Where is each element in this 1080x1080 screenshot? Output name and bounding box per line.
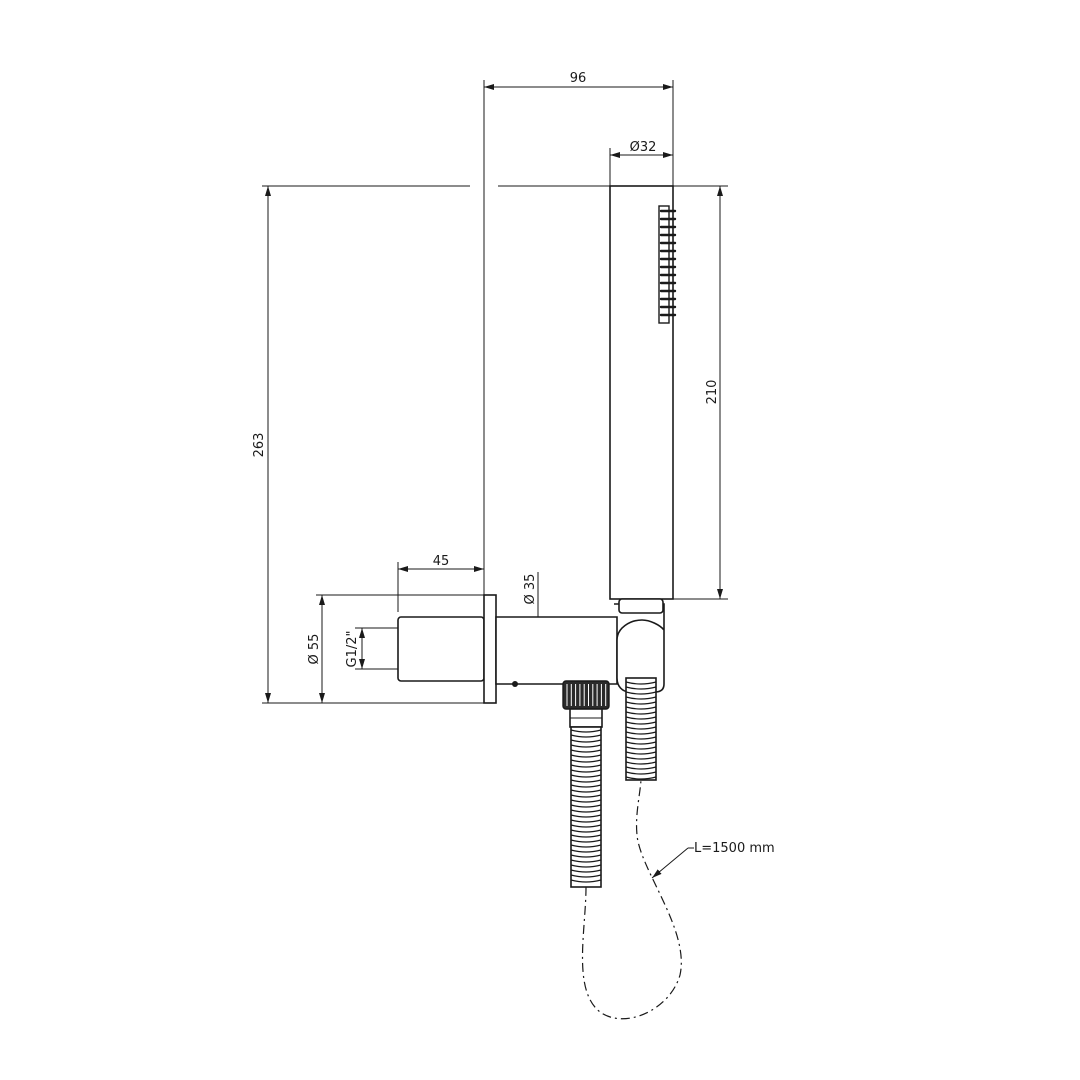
hose-ring <box>570 879 602 883</box>
hose-ring <box>570 829 602 833</box>
hand-shower <box>609 185 677 600</box>
hose-ring <box>570 749 602 753</box>
hose-ring <box>625 716 657 720</box>
dim-thread-label: G1/2" <box>345 631 360 668</box>
hose-ring <box>570 834 602 838</box>
dim-bracket-diameter-label: Ø 35 <box>523 574 538 605</box>
hose-length-label: L=1500 mm <box>694 841 775 856</box>
hose-ring <box>570 864 602 868</box>
hose-ring <box>625 776 657 780</box>
hose-ring <box>625 686 657 690</box>
holder-cradle <box>614 603 665 693</box>
dimension-thread: G1/2" <box>345 628 365 669</box>
hose-ring <box>570 739 602 743</box>
wall-flange <box>483 594 497 704</box>
hose-ring <box>570 759 602 763</box>
inlet-connector <box>397 616 485 682</box>
hose-ring <box>625 696 657 700</box>
hose-inlet <box>570 726 602 888</box>
hose-ring <box>625 706 657 710</box>
dim-flange-diameter-label: Ø 55 <box>307 634 322 665</box>
dim-263-label: 263 <box>252 433 267 458</box>
dimension-flange-diameter: Ø 55 <box>307 595 325 703</box>
hose-continuation <box>581 779 682 1020</box>
hose-ring <box>570 804 602 808</box>
hose-ring <box>570 824 602 828</box>
hose-ring <box>570 854 602 858</box>
hose-ring <box>570 844 602 848</box>
hose-ring <box>570 819 602 823</box>
hose-ring <box>570 789 602 793</box>
hose-ring <box>570 769 602 773</box>
dimension-263: 263 <box>252 186 271 703</box>
hose-ring <box>570 784 602 788</box>
hose-ring <box>625 736 657 740</box>
hose-ring <box>625 756 657 760</box>
hose-ring <box>570 744 602 748</box>
dim-45-label: 45 <box>433 554 450 569</box>
nozzle-strip <box>658 205 677 324</box>
dimension-210: 210 <box>705 186 723 599</box>
hose-ring <box>625 766 657 770</box>
dim-96-label: 96 <box>570 71 587 86</box>
hose-ring <box>625 701 657 705</box>
hose-ring <box>570 874 602 878</box>
hose-ring <box>570 794 602 798</box>
hose-ring <box>570 774 602 778</box>
hose-ring <box>570 839 602 843</box>
hose-ring <box>625 761 657 765</box>
bracket-arm <box>495 616 618 685</box>
hose-ring <box>570 754 602 758</box>
dimension-96: 96 <box>484 71 673 90</box>
hose-ring <box>625 751 657 755</box>
dim-head-diameter-label: Ø32 <box>630 140 657 155</box>
hose-ring <box>570 799 602 803</box>
dimension-45: 45 <box>398 554 484 572</box>
hose-ring <box>570 734 602 738</box>
hose-ring <box>625 721 657 725</box>
hose-ring <box>570 814 602 818</box>
hose-ring <box>570 779 602 783</box>
hose-ring <box>625 726 657 730</box>
hose-ring <box>625 731 657 735</box>
dimension-head-diameter: Ø32 <box>610 140 673 158</box>
holder-collar <box>618 598 664 614</box>
hose-ring <box>570 849 602 853</box>
hose-ring <box>570 809 602 813</box>
wall-bracket <box>397 594 665 704</box>
hose-ring <box>625 681 657 685</box>
hose-ring <box>625 746 657 750</box>
hose-ring <box>570 764 602 768</box>
hose-ring <box>570 859 602 863</box>
hose-ring <box>570 729 602 733</box>
hose-ring <box>625 711 657 715</box>
hose-ring <box>570 869 602 873</box>
hose-nut <box>562 680 610 728</box>
hose-outlet <box>625 677 657 781</box>
hose-ring <box>625 741 657 745</box>
hose-ring <box>625 691 657 695</box>
hose-length-callout: L=1500 mm <box>651 841 775 879</box>
dim-210-label: 210 <box>705 380 720 405</box>
hose-ring <box>625 771 657 775</box>
